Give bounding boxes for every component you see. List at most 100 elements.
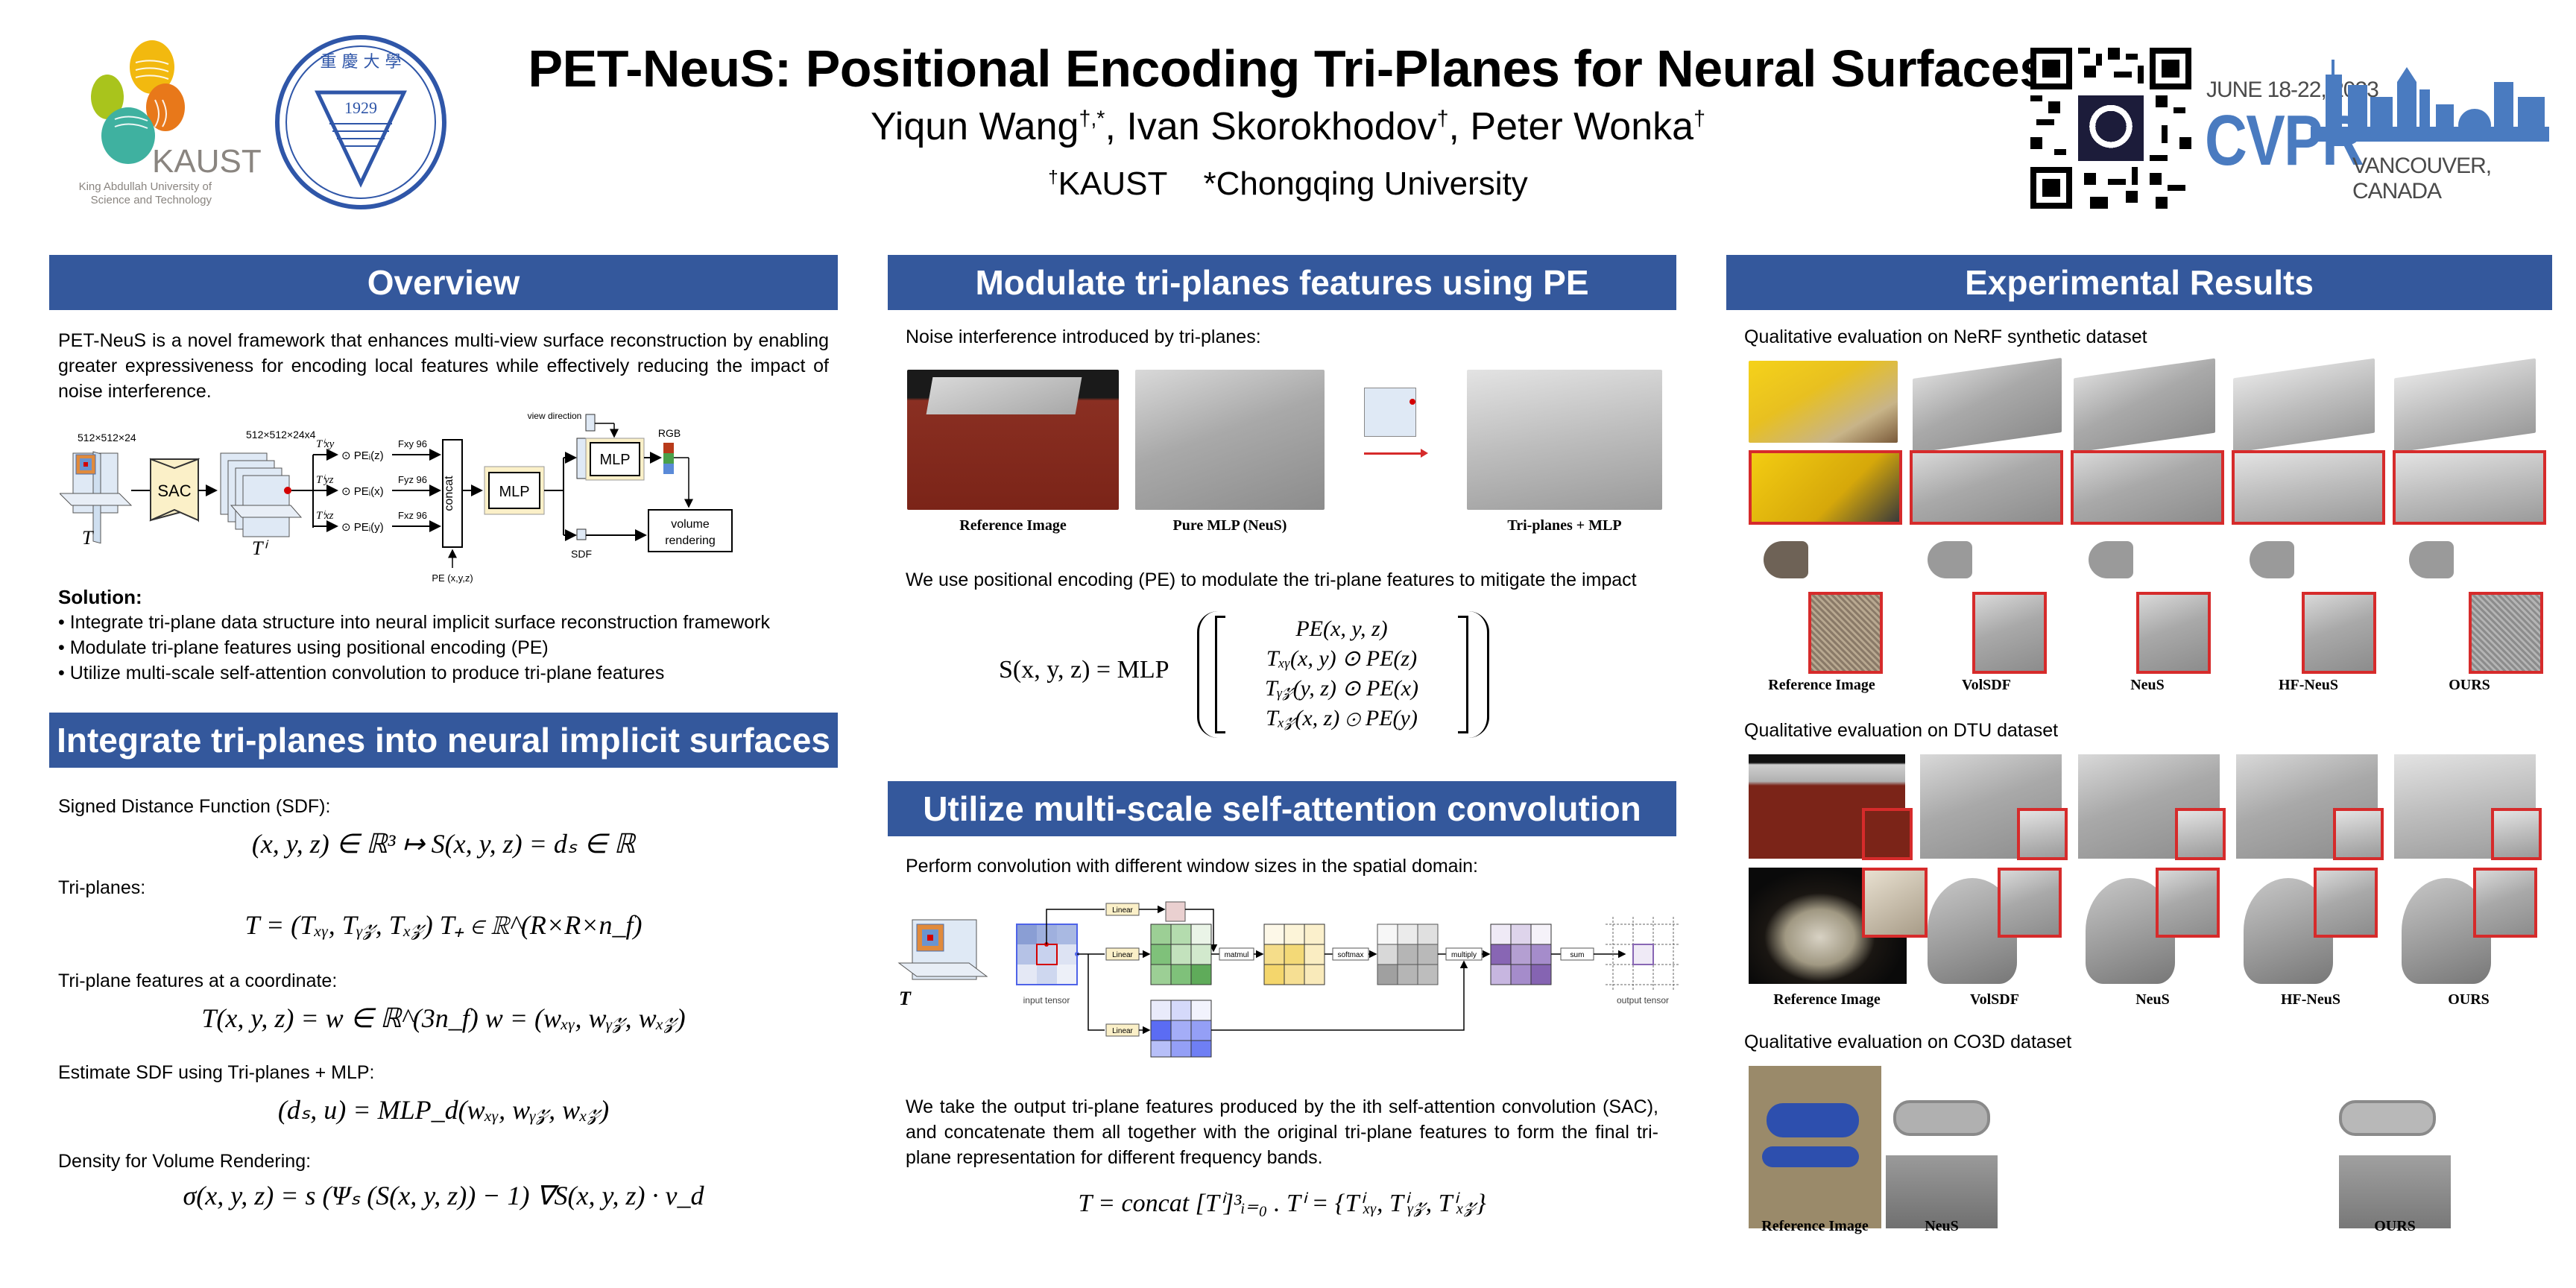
caption-neus: NeuS [2135, 991, 2170, 1008]
kaust-wordmark: KAUST [152, 143, 262, 180]
cvpr-location: VANCOUVER, CANADA [2352, 154, 2492, 203]
caption-reference: Reference Image [1773, 991, 1881, 1008]
lego-neus-zoom [2071, 450, 2224, 525]
bench-back [1893, 1100, 1990, 1136]
buddha-hfneus-zoom [2314, 868, 2378, 938]
softmax-grid-gray [1377, 924, 1439, 985]
author-mark: † [1436, 107, 1449, 131]
input-tensor-label: input tensor [1023, 995, 1070, 1006]
T-label: T [82, 527, 94, 549]
density-equation: σ(x, y, z) = s (Ψₛ (S(x, y, z)) − 1) ∇S(… [183, 1181, 704, 1210]
sac-label: SAC [157, 482, 191, 500]
bench-ground [2339, 1155, 2451, 1228]
estimate-sdf-label: Estimate SDF using Tri-planes + MLP: [58, 1062, 375, 1083]
pe-description: We use positional encoding (PE) to modul… [906, 569, 1637, 590]
lego-volsdf-zoom [1910, 450, 2063, 525]
bench-seat [1762, 1146, 1859, 1167]
reference-image-building [907, 370, 1119, 510]
affiliation-name: KAUST [1058, 165, 1167, 202]
github-qr-code[interactable] [2030, 48, 2191, 209]
bench-shape [1767, 1103, 1859, 1137]
section-header-overview: Overview [49, 255, 838, 310]
co3d-ours-render [2339, 1066, 2563, 1228]
section-header-integrate: Integrate tri-planes into neural implici… [49, 713, 838, 768]
section-header-modulate: Modulate tri-planes features using PE [888, 255, 1676, 310]
pe-row: Tᵧ𝓏(y, z) ⊙ PE(x) [1265, 676, 1418, 701]
arrow-right-icon [1364, 449, 1428, 458]
view-direction-label: view direction [528, 411, 582, 421]
branch-plane-yz: Tⁱyz [316, 474, 334, 486]
features-label: Tri-plane features at a coordinate: [58, 970, 338, 991]
pe-xyz-label: PE (x,y,z) [432, 572, 473, 584]
pe-row: Tₓᵧ(x, y) ⊙ PE(z) [1266, 646, 1418, 671]
buddha-volsdf-zoom [1998, 868, 2062, 938]
T-dims-label: 512×512×24 [78, 432, 136, 443]
triplanes-equation: T = (Tₓᵧ, Tᵧ𝓏, Tₓ𝓏) T₊ ∈ ℝ^(R×R×n_f) [244, 910, 643, 940]
dtu-building-row [1741, 754, 2561, 860]
qr-pattern-icon [2030, 48, 2191, 209]
sac-diagram: T input tensor Linear Linear [894, 894, 1685, 1058]
triplane-stack-icon [220, 452, 303, 537]
solution-item: Modulate tri-plane features using positi… [58, 635, 838, 660]
pe-equation: S(x, y, z) = MLP PE(x, y, z) Tₓᵧ(x, y) ⊙… [999, 611, 1535, 738]
author-name: Yiqun Wang [871, 105, 1079, 148]
branch-pe-z: ⊙ PEᵢ(z) [341, 449, 384, 462]
affiliation-list: †KAUST *Chongqing University [0, 165, 2576, 203]
estimate-sdf-equation: (dₛ, u) = MLP_d(wₓᵧ, wᵧ𝓏, wₓ𝓏) [277, 1095, 610, 1125]
feat-yz-label: Fyz 96 [398, 474, 427, 485]
caption-ours: OURS [2449, 677, 2490, 693]
branch-plane-xy: Tⁱxy [316, 438, 335, 450]
attention-grid-yellow [1263, 924, 1325, 985]
bench-back [2339, 1100, 2436, 1136]
mic-neus-render [2089, 541, 2133, 578]
affiliation-mark: † [1048, 167, 1058, 188]
nerf-dataset-label: Qualitative evaluation on NeRF synthetic… [1744, 326, 2147, 347]
cqu-logo: 1929 重 慶 大 學 [273, 34, 449, 210]
kaust-subtitle-2: Science and Technology [90, 194, 212, 206]
overview-pipeline-diagram: 512×512×24 T SAC 512×512×24x4 Tⁱ Tⁱxy Tⁱ… [58, 408, 835, 587]
key-grid-green [1150, 924, 1212, 985]
bracket-left [1215, 616, 1225, 733]
caption-hfneus: HF-NeuS [2279, 677, 2338, 693]
section-header-results: Experimental Results [1726, 255, 2552, 310]
input-tensor-grid [1016, 924, 1079, 985]
triplane-T-icon [58, 451, 133, 544]
caption-reference: Reference Image [1768, 677, 1875, 693]
solution-item: Integrate tri-plane data structure into … [58, 610, 838, 635]
triplanes-mlp-render [1467, 370, 1662, 510]
mic-hfneus-render [2250, 541, 2294, 578]
kaust-emblem-icon [91, 40, 185, 164]
lego-ours-zoom [2393, 450, 2546, 525]
caption-volsdf: VolSDF [1962, 677, 2011, 693]
lego-neus-render [2074, 358, 2215, 453]
pure-mlp-render [1135, 370, 1325, 510]
co3d-neus-render [1886, 1066, 2109, 1228]
caption-co3d-ours: OURS [2374, 1218, 2416, 1234]
author-name: Ivan Skorokhodov [1126, 105, 1437, 148]
caption-volsdf: VolSDF [1970, 991, 2019, 1008]
lego-ours-render [2394, 358, 2536, 453]
nerf-lego-row [1741, 357, 2561, 532]
lego-volsdf-render [1913, 357, 2062, 454]
building-hfneus-zoom [2333, 808, 2384, 860]
paren-left [1197, 611, 1218, 738]
volume-label-2: rendering [665, 534, 716, 547]
branch-pe-x: ⊙ PEᵢ(x) [341, 485, 384, 498]
author-mark: †,* [1079, 107, 1105, 131]
caption-ours: OURS [2448, 991, 2490, 1008]
author-mark: † [1693, 107, 1705, 131]
linear-mid-label: Linear [1112, 951, 1133, 959]
features-equation: T(x, y, z) = w ∈ ℝ^(3n_f) w = (wₓᵧ, wᵧ𝓏,… [201, 1003, 686, 1033]
dtu-buddha-row [1741, 868, 2561, 984]
branch-plane-xz: Tⁱxz [316, 510, 334, 522]
softmax-label: softmax [1337, 951, 1363, 959]
author-list: Yiqun Wang†,*, Ivan Skorokhodov†, Peter … [871, 105, 1705, 148]
caption-neus: NeuS [2130, 677, 2165, 693]
caption-triplanes-mlp: Tri-planes + MLP [1507, 517, 1622, 534]
dtu-dataset-label: Qualitative evaluation on DTU dataset [1744, 720, 2059, 741]
lego-hfneus-render [2233, 358, 2375, 453]
mic-neus-zoom [2136, 592, 2211, 674]
volume-label-1: volume [671, 518, 710, 531]
solution-item: Utilize multi-scale self-attention convo… [58, 660, 838, 686]
affiliation-mark: * [1203, 165, 1216, 202]
